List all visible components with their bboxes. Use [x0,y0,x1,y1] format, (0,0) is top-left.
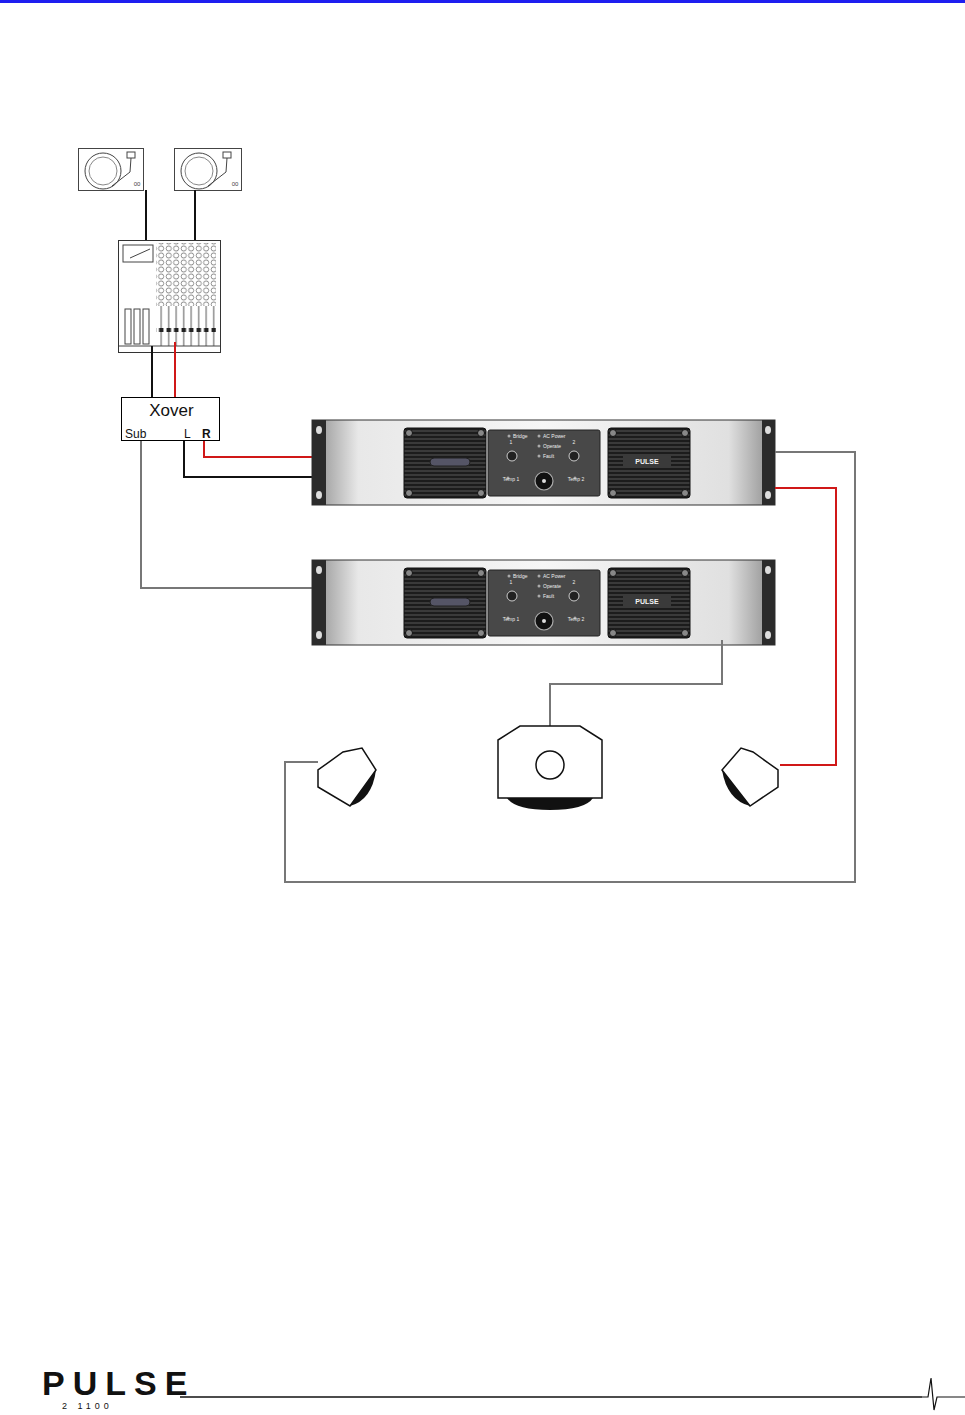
channel-number: 1 [510,440,513,445]
panel-label: AC Power [543,434,566,439]
brand-plate: PULSE [635,458,658,465]
channel-number: 1 [510,580,513,585]
channel-number: 2 [573,580,576,585]
footer-logo: PULSE [42,1366,195,1400]
panel-label: AC Power [543,574,566,579]
panel-label: Temp 2 [568,617,584,622]
channel-number: 2 [573,440,576,445]
brand-plate: PULSE [635,598,658,605]
port-label: R [202,428,211,440]
box-title: Xover [149,402,193,419]
panel-label: Fault [543,594,554,599]
panel-label: Operate [543,584,561,589]
panel-label: Bridge [513,434,527,439]
port-label: L [184,428,191,440]
panel-label: Bridge [513,574,527,579]
panel-label: Temp 1 [503,617,519,622]
panel-label: Operate [543,444,561,449]
turntable-label: 00 [134,181,141,187]
panel-label: Temp 1 [503,477,519,482]
port-label: Sub [125,428,146,440]
crossover-box: XoverSub LR [121,397,220,441]
panel-label: Temp 2 [568,477,584,482]
turntable-label: 00 [232,181,239,187]
footer-model: 2 1100 [62,1402,113,1411]
panel-label: Fault [543,454,554,459]
